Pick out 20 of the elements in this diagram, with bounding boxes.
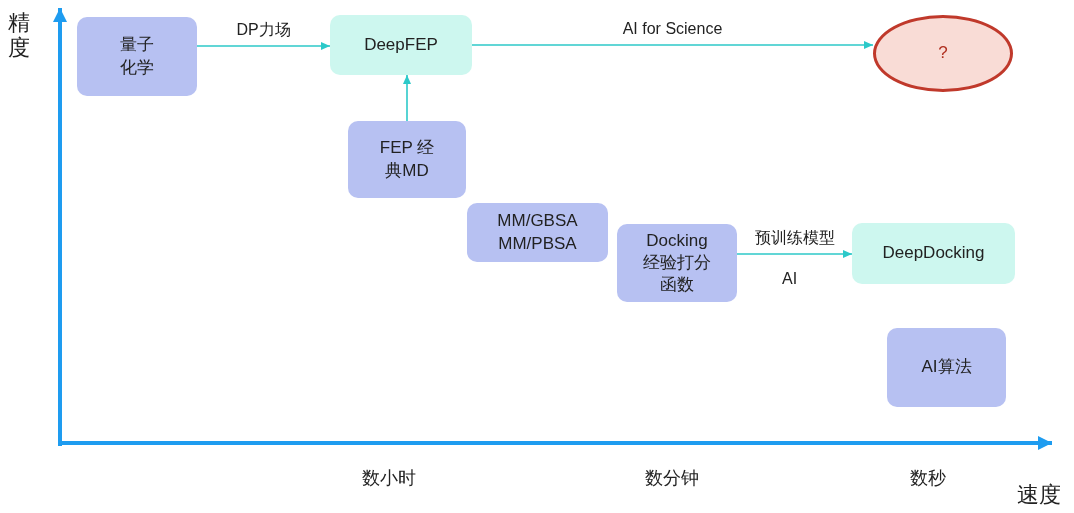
edge-label: 预训练模型 [752,227,837,249]
tick-label: 数分钟 [645,467,699,490]
method-box: DeepDocking [852,223,1015,284]
edge-note: AI [782,270,798,288]
method-box: MM/GBSA MM/PBSA [467,203,608,262]
method-box: DeepFEP [330,15,472,75]
arrow [471,41,874,49]
method-box: 量子化学 [77,17,197,96]
method-box: FEP 经典MD [348,121,466,198]
axis-label: 速度 [1017,481,1061,509]
arrow [196,42,331,50]
arrow [403,74,411,122]
goal-ellipse: ? [873,15,1013,92]
tick-label: 数小时 [362,467,416,490]
method-box: AI算法 [887,328,1006,407]
axis-label: 精度 [8,10,31,61]
tick-label: 数秒 [910,467,946,490]
edge-label: DP力场 [234,19,293,41]
arrow [736,250,853,258]
method-box: Docking 经验打分函数 [617,224,737,302]
